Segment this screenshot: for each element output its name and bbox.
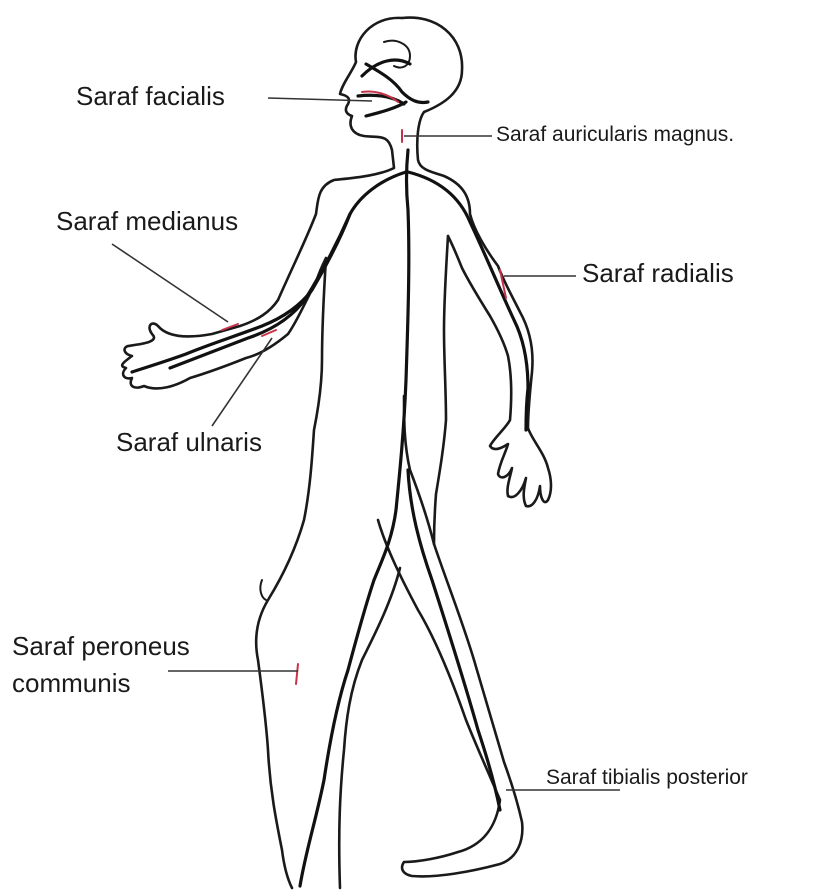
leader-medianus	[112, 244, 228, 322]
face-nerve-4	[366, 102, 406, 116]
label-communis: communis	[12, 669, 130, 699]
nerve-highlights	[222, 91, 506, 684]
knee-mark	[260, 580, 266, 600]
label-saraf-auricularis-magnus: Saraf auricularis magnus.	[496, 123, 734, 147]
label-saraf-ulnaris: Saraf ulnaris	[116, 428, 262, 458]
highlight-peroneus	[296, 664, 298, 684]
label-saraf-tibialis-posterior: Saraf tibialis posterior	[546, 766, 748, 790]
spinal-cord	[300, 150, 409, 886]
label-saraf-medianus: Saraf medianus	[56, 207, 238, 237]
head-back	[402, 18, 551, 507]
torso-front	[256, 258, 326, 888]
nerve-paths	[132, 60, 528, 886]
label-saraf-peroneus: Saraf peroneus	[12, 632, 190, 662]
leader-ulnaris	[212, 338, 272, 426]
back-outline	[434, 236, 448, 544]
leader-facialis	[268, 98, 372, 101]
label-saraf-radialis: Saraf radialis	[582, 259, 734, 289]
face-nerve-2	[358, 95, 404, 104]
inner-leg	[339, 568, 400, 888]
label-saraf-facialis: Saraf facialis	[76, 82, 225, 112]
sciatic-rear	[408, 470, 500, 810]
